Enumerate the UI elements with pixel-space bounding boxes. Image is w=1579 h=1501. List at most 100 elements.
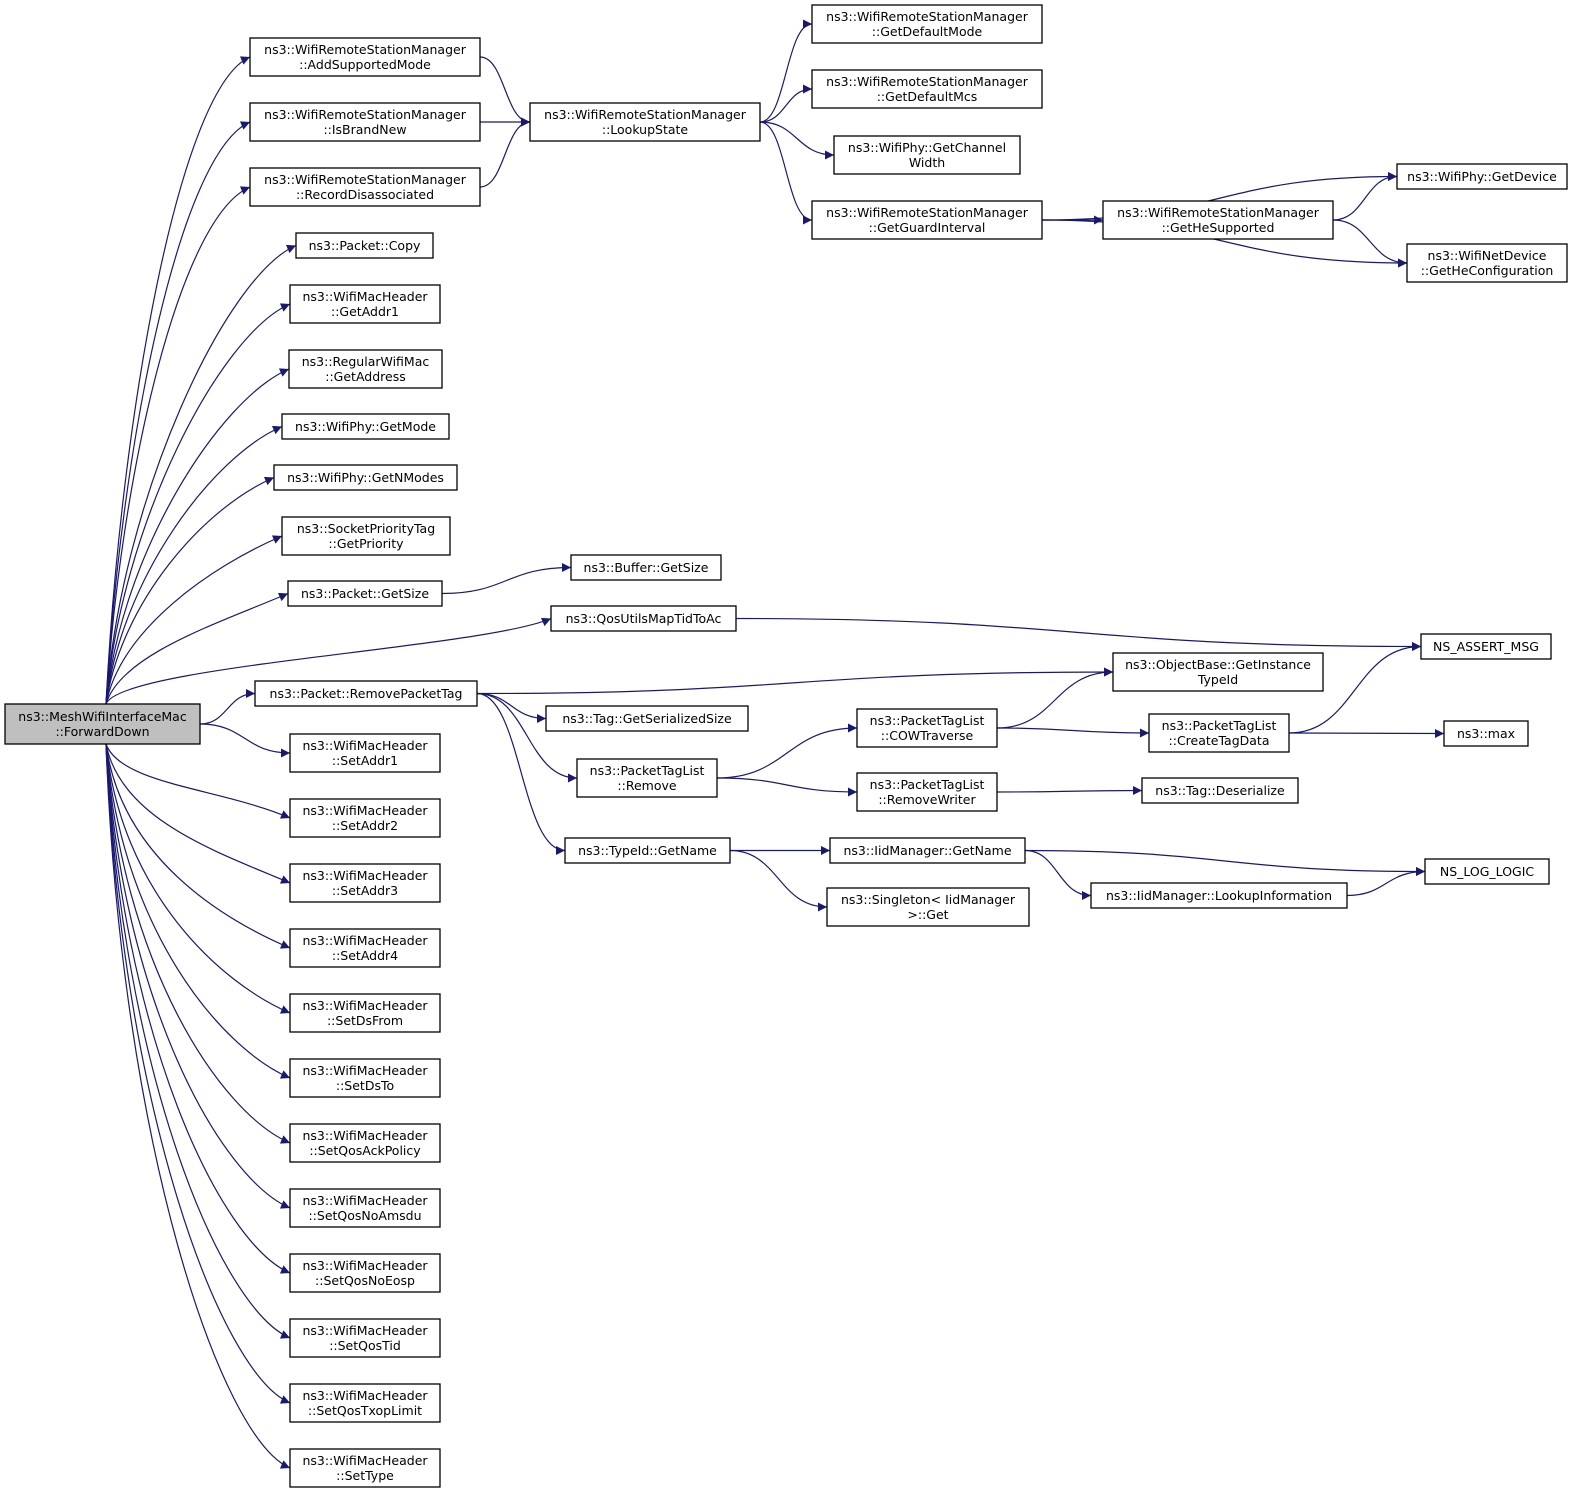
node-label: ::Remove (617, 778, 676, 793)
node-ns-assert-msg[interactable]: NS_ASSERT_MSG (1420, 633, 1552, 660)
node-buffer-get-size[interactable]: ns3::Buffer::GetSize (570, 554, 722, 581)
node-ptl-remove[interactable]: ns3::PacketTagList::Remove (576, 758, 718, 798)
node-box (545, 705, 749, 732)
node-label: ns3::MeshWifiInterfaceMac (18, 709, 187, 724)
node-get-addr1[interactable]: ns3::WifiMacHeader::GetAddr1 (289, 284, 441, 324)
node-set-addr1[interactable]: ns3::WifiMacHeader::SetAddr1 (289, 733, 441, 773)
node-is-brand-new[interactable]: ns3::WifiRemoteStationManager::IsBrandNe… (249, 102, 481, 142)
node-get-address[interactable]: ns3::RegularWifiMac::GetAddress (288, 349, 443, 389)
node-set-qos-noamsdu[interactable]: ns3::WifiMacHeader::SetQosNoAmsdu (289, 1188, 441, 1228)
node-tag-deserialize[interactable]: ns3::Tag::Deserialize (1141, 777, 1299, 804)
edge-root-to-set-qos-noeosp (105, 743, 291, 1274)
node-packet-copy[interactable]: ns3::Packet::Copy (295, 232, 434, 259)
edge-cow-traverse-to-create-tag-data (996, 727, 1150, 738)
node-label: ns3::WifiMacHeader (302, 1258, 428, 1273)
node-qos-map[interactable]: ns3::QosUtilsMapTidToAc (550, 605, 737, 632)
edge-root-to-qos-map (105, 617, 552, 705)
node-get-he-config[interactable]: ns3::WifiNetDevice::GetHeConfiguration (1406, 243, 1568, 283)
node-remove-packet-tag[interactable]: ns3::Packet::RemovePacketTag (254, 680, 478, 707)
node-create-tag-data[interactable]: ns3::PacketTagList::CreateTagData (1148, 713, 1290, 753)
node-set-qos-tid[interactable]: ns3::WifiMacHeader::SetQosTid (289, 1318, 441, 1358)
edge-root-to-set-qos-tid (105, 743, 291, 1339)
node-label: ns3::PacketTagList (590, 763, 705, 778)
node-singleton-get[interactable]: ns3::Singleton< IidManager>::Get (826, 887, 1030, 927)
edge-create-tag-data-to-ns-assert-msg (1288, 642, 1422, 734)
node-cow-traverse[interactable]: ns3::PacketTagList::COWTraverse (856, 708, 998, 748)
node-label: ns3::Buffer::GetSize (584, 560, 709, 575)
edges (105, 19, 1445, 1469)
node-ns-log-logic[interactable]: NS_LOG_LOGIC (1424, 858, 1550, 885)
edge-root-to-packet-copy (105, 244, 297, 705)
node-set-ds-to[interactable]: ns3::WifiMacHeader::SetDsTo (289, 1058, 441, 1098)
node-root[interactable]: ns3::MeshWifiInterfaceMac::ForwardDown (4, 703, 201, 745)
nodes: ns3::MeshWifiInterfaceMac::ForwardDownns… (4, 4, 1568, 1488)
edge-iid-get-name-to-iid-lookup-info (1024, 849, 1092, 900)
node-set-addr4[interactable]: ns3::WifiMacHeader::SetAddr4 (289, 928, 441, 968)
node-label: ::SetQosNoEosp (315, 1273, 415, 1288)
node-box (1090, 882, 1348, 909)
node-add-supported-mode[interactable]: ns3::WifiRemoteStationManager::AddSuppor… (249, 37, 481, 77)
node-set-type[interactable]: ns3::WifiMacHeader::SetType (289, 1448, 441, 1488)
node-get-mode[interactable]: ns3::WifiPhy::GetMode (281, 413, 450, 440)
node-label: ns3::WifiRemoteStationManager (264, 42, 467, 57)
node-get-default-mode[interactable]: ns3::WifiRemoteStationManager::GetDefaul… (811, 4, 1043, 44)
node-label: ns3::Packet::GetSize (301, 586, 429, 601)
node-get-guard-interval[interactable]: ns3::WifiRemoteStationManager::GetGuardI… (811, 200, 1043, 240)
edge-root-to-set-ds-to (105, 743, 291, 1079)
node-set-qos-txop[interactable]: ns3::WifiMacHeader::SetQosTxopLimit (289, 1383, 441, 1423)
node-box (289, 993, 441, 1033)
node-label: ns3::IidManager::LookupInformation (1106, 888, 1332, 903)
node-label: ns3::WifiMacHeader (302, 289, 428, 304)
node-label: >::Get (907, 907, 948, 922)
node-set-addr2[interactable]: ns3::WifiMacHeader::SetAddr2 (289, 798, 441, 838)
node-tag-get-serialized-size[interactable]: ns3::Tag::GetSerializedSize (545, 705, 749, 732)
node-packet-get-size[interactable]: ns3::Packet::GetSize (287, 580, 443, 607)
node-box (289, 733, 441, 773)
edge-typeid-get-name-to-singleton-get (729, 849, 828, 912)
node-box (281, 516, 451, 556)
node-set-ds-from[interactable]: ns3::WifiMacHeader::SetDsFrom (289, 993, 441, 1033)
node-get-he-supported[interactable]: ns3::WifiRemoteStationManager::GetHeSupp… (1102, 200, 1334, 240)
node-get-default-mcs[interactable]: ns3::WifiRemoteStationManager::GetDefaul… (811, 69, 1043, 109)
node-label: ns3::IidManager::GetName (843, 843, 1011, 858)
node-box (289, 1188, 441, 1228)
node-phy-get-device[interactable]: ns3::WifiPhy::GetDevice (1396, 163, 1568, 190)
node-lookup-state[interactable]: ns3::WifiRemoteStationManager::LookupSta… (529, 102, 761, 142)
node-remove-writer[interactable]: ns3::PacketTagList::RemoveWriter (856, 772, 998, 812)
node-label: ::LookupState (602, 122, 689, 137)
node-label: ns3::WifiPhy::GetChannel (848, 140, 1006, 155)
node-ns-max[interactable]: ns3::max (1443, 720, 1529, 747)
node-get-nmodes[interactable]: ns3::WifiPhy::GetNModes (273, 464, 458, 491)
node-set-qos-noeosp[interactable]: ns3::WifiMacHeader::SetQosNoEosp (289, 1253, 441, 1293)
edge-root-to-record-disassociated (105, 186, 251, 705)
edge-root-to-get-nmodes (105, 476, 275, 705)
node-label: ns3::WifiPhy::GetNModes (287, 470, 444, 485)
node-label: ns3::WifiMacHeader (302, 933, 428, 948)
node-label: ::SetAddr4 (332, 948, 398, 963)
node-set-addr3[interactable]: ns3::WifiMacHeader::SetAddr3 (289, 863, 441, 903)
node-box (289, 798, 441, 838)
node-label: ns3::Packet::RemovePacketTag (270, 686, 463, 701)
node-get-priority[interactable]: ns3::SocketPriorityTag::GetPriority (281, 516, 451, 556)
edge-iid-lookup-info-to-ns-log-logic (1346, 867, 1426, 897)
node-set-qos-ack[interactable]: ns3::WifiMacHeader::SetQosAckPolicy (289, 1123, 441, 1163)
edge-record-disassociated-to-lookup-state (479, 117, 531, 188)
node-iid-lookup-info[interactable]: ns3::IidManager::LookupInformation (1090, 882, 1348, 909)
node-label: ::SetDsFrom (327, 1013, 403, 1028)
node-label: ns3::PacketTagList (1162, 718, 1277, 733)
edge-ptl-remove-to-remove-writer (716, 777, 858, 797)
node-typeid-get-name[interactable]: ns3::TypeId::GetName (564, 837, 731, 864)
edge-root-to-set-addr3 (105, 743, 291, 884)
node-label: ::SetAddr2 (332, 818, 398, 833)
node-label: ns3::WifiMacHeader (302, 998, 428, 1013)
node-label: ::GetHeConfiguration (1421, 263, 1554, 278)
node-label: ns3::WifiRemoteStationManager (264, 107, 467, 122)
node-iid-get-name[interactable]: ns3::IidManager::GetName (829, 837, 1026, 864)
node-label: ::SetAddr1 (332, 753, 398, 768)
node-box (1424, 858, 1550, 885)
node-label: ns3::WifiRemoteStationManager (826, 205, 1029, 220)
node-box (4, 703, 201, 745)
node-record-disassociated[interactable]: ns3::WifiRemoteStationManager::RecordDis… (249, 167, 481, 207)
